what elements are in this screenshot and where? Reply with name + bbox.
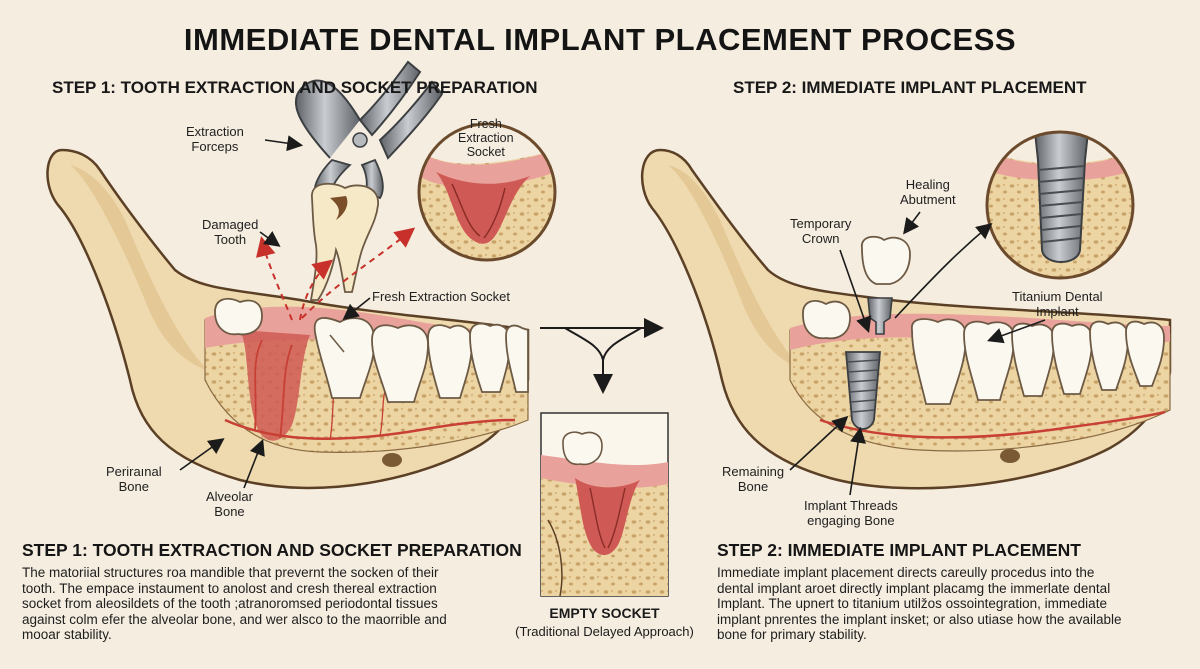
step2-header: STEP 2: IMMEDIATE IMPLANT PLACEMENT <box>733 78 1087 97</box>
label-remaining-bone: Remaining Bone <box>722 464 785 494</box>
label-damaged-tooth: Damaged Tooth <box>202 217 259 247</box>
label-periradicular-bone: Periraınal Bone <box>106 464 162 494</box>
label-temporary-crown: Temporary Crown <box>790 216 852 246</box>
step2-subheading: STEP 2: IMMEDIATE IMPLANT PLACEMENT <box>717 540 1081 560</box>
left-tooth-a <box>214 297 263 336</box>
label-implant-threads: Implant Threads engaging Bone <box>804 498 898 528</box>
left-ramus-shade <box>70 165 210 372</box>
step1-header: STEP 1: TOOTH EXTRACTION AND SOCKET PREP… <box>52 78 538 97</box>
right-implant <box>845 351 881 430</box>
leader-lines <box>179 135 1046 496</box>
right-temporary-crown <box>861 235 911 285</box>
page-title: IMMEDIATE DENTAL IMPLANT PLACEMENT PROCE… <box>183 22 1017 57</box>
label-fresh-extraction-socket: Fresh Extraction Socket <box>372 289 510 304</box>
step1-subheading: STEP 1: TOOTH EXTRACTION AND SOCKET PREP… <box>22 540 522 560</box>
right-healing-abutment <box>867 297 893 335</box>
label-alveolar-bone: Alveolar Bone <box>206 489 253 519</box>
left-nerve <box>224 418 516 440</box>
extraction-forceps-illustration <box>294 60 444 200</box>
label-healing-abutment: Healing Abutment <box>900 177 956 207</box>
step2-implant-inset <box>985 130 1135 280</box>
label-extraction-forceps: Extraction Forceps <box>186 124 244 154</box>
extraction-path-arrows <box>256 227 416 321</box>
left-tooth-f <box>505 324 529 393</box>
empty-socket-caption: EMPTY SOCKET <box>549 605 660 621</box>
step1-socket-inset <box>417 122 557 262</box>
damaged-tooth-illustration <box>309 182 379 301</box>
step2-jaw <box>640 148 1172 490</box>
step2-description: Immediate implant placement directs care… <box>717 565 1122 642</box>
empty-socket-panel <box>540 412 669 597</box>
left-socket <box>240 330 310 441</box>
flow-arrows <box>540 318 664 394</box>
step1-description: The matoriial structures roa mandible th… <box>22 565 447 642</box>
step1-jaw <box>46 148 530 490</box>
empty-socket-subcaption: (Traditional Delayed Approach) <box>515 624 694 639</box>
label-titanium-implant: Titanium Dental Implant <box>1012 289 1103 319</box>
label-fresh-socket-inset: Fresh Extraction Socket <box>458 117 514 159</box>
